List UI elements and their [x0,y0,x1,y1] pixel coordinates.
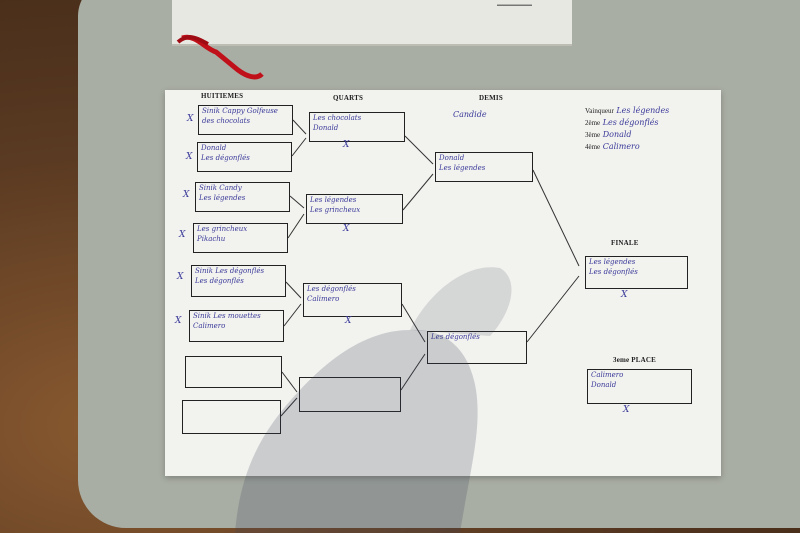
match-box-huitiemes-8 [182,400,281,434]
header-finale: FINALE [611,239,639,247]
elimination-mark: X [183,190,190,200]
match-box-quarts-4 [299,377,401,412]
elimination-mark: X [179,230,186,240]
elimination-mark: X [623,405,630,415]
bracket-connector-lines [280,119,580,417]
elimination-mark: X [343,224,350,234]
demis-note: Candide [453,110,487,119]
elimination-mark: X [621,290,628,300]
header-third-place: 3eme PLACE [613,356,657,364]
match-box-huitiemes-7 [185,356,282,388]
elimination-mark: X [343,140,350,150]
book-stack: ▬▬▬▬▬▬▬ [172,0,572,46]
elimination-mark: X [186,152,193,162]
elimination-mark: X [345,316,352,326]
header-demis: DEMIS [479,94,503,102]
elimination-mark: X [177,272,184,282]
elimination-mark: X [175,316,182,326]
bracket-sheet: HUITIEMES QUARTS DEMIS FINALE 3eme PLACE… [165,90,721,476]
header-quarts: QUARTS [333,94,364,102]
elimination-mark: X [187,114,194,124]
header-huitiemes: HUITIEMES [201,92,244,100]
red-ribbon-bookmark [176,34,264,80]
results-list: Vainqueur Les légendes 2ème Les dégonflé… [585,106,670,151]
match-box-demis-2: Les dégonflés [427,331,527,364]
